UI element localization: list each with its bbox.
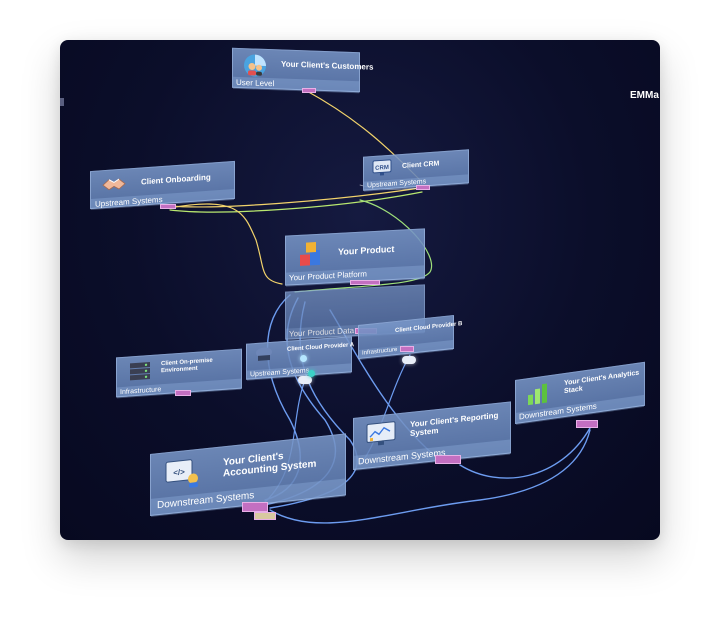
cloud-b-cloud-icon xyxy=(402,356,416,364)
node-onboarding[interactable]: Client Onboarding Upstream Systems xyxy=(90,160,235,210)
cloud-b-connector[interactable] xyxy=(400,346,414,352)
server-icon xyxy=(129,361,151,383)
node-reporting[interactable]: Your Client's Reporting System Downstrea… xyxy=(353,401,511,471)
link-accounting-analytics xyxy=(269,429,591,524)
customers-icon xyxy=(243,53,267,78)
link-crm-onboarding-a xyxy=(169,187,421,208)
flow-dot-1 xyxy=(308,370,315,377)
node-analytics[interactable]: Your Client's Analytics Stack Downstream… xyxy=(515,361,645,425)
crm-connector[interactable] xyxy=(416,185,430,190)
node-crm[interactable]: CRM Client CRM Upstream Systems xyxy=(363,149,469,192)
customers-connector[interactable] xyxy=(302,88,316,93)
onboarding-title: Client Onboarding xyxy=(141,172,211,187)
link-onboarding-product xyxy=(169,203,283,285)
reporting-monitor-icon xyxy=(366,420,396,449)
handshake-icon xyxy=(101,174,127,194)
cloud-a-cloud-icon xyxy=(298,376,312,384)
cloud-b-title: Client Cloud Provider B xyxy=(395,321,463,335)
svg-text:CRM: CRM xyxy=(375,165,389,172)
node-onprem[interactable]: Client On-premise Environment Infrastruc… xyxy=(116,348,242,399)
link-reporting-analytics xyxy=(459,427,591,479)
onprem-title: Client On-premise Environment xyxy=(161,357,213,374)
accounting-connector-2[interactable] xyxy=(254,512,276,520)
accounting-title: Your Client's Accounting System xyxy=(223,450,317,480)
crm-title: Client CRM xyxy=(402,160,440,170)
reporting-title: Your Client's Reporting System xyxy=(410,410,499,438)
analytics-bars-icon xyxy=(526,382,550,407)
analytics-title: Your Client's Analytics Stack xyxy=(564,369,640,395)
onboarding-connector[interactable] xyxy=(160,204,176,209)
product-title: Your Product xyxy=(338,243,395,257)
customers-sub: User Level xyxy=(236,77,275,89)
node-cloud-a[interactable]: Client Cloud Provider A Upstream Systems xyxy=(246,336,355,381)
product-connector[interactable] xyxy=(350,280,380,285)
edge-tick xyxy=(60,98,64,106)
node-product[interactable]: Your Product Your Product Platform xyxy=(285,228,425,287)
accounting-connector[interactable] xyxy=(242,502,268,512)
onprem-connector[interactable] xyxy=(175,390,191,396)
link-crm-onboarding-b xyxy=(169,191,423,213)
cubes-icon xyxy=(298,240,326,269)
cloud-a-title: Client Cloud Provider A xyxy=(287,342,355,353)
cloud-server-icon xyxy=(255,346,273,363)
node-accounting[interactable]: </> Your Client's Accounting System Down… xyxy=(150,433,346,517)
accounting-code-icon: </> xyxy=(165,458,199,492)
flow-dot-2 xyxy=(300,355,307,362)
diagram-canvas[interactable]: EMMa Your Client's Customers User Level … xyxy=(60,40,660,540)
crm-icon: CRM xyxy=(372,159,392,178)
svg-text:</>: </> xyxy=(173,467,185,477)
customers-title: Your Client's Customers xyxy=(281,59,374,72)
corner-label: EMMa xyxy=(630,90,659,101)
reporting-connector[interactable] xyxy=(435,455,461,464)
node-customers[interactable]: Your Client's Customers User Level xyxy=(232,47,373,94)
analytics-connector[interactable] xyxy=(576,420,598,428)
